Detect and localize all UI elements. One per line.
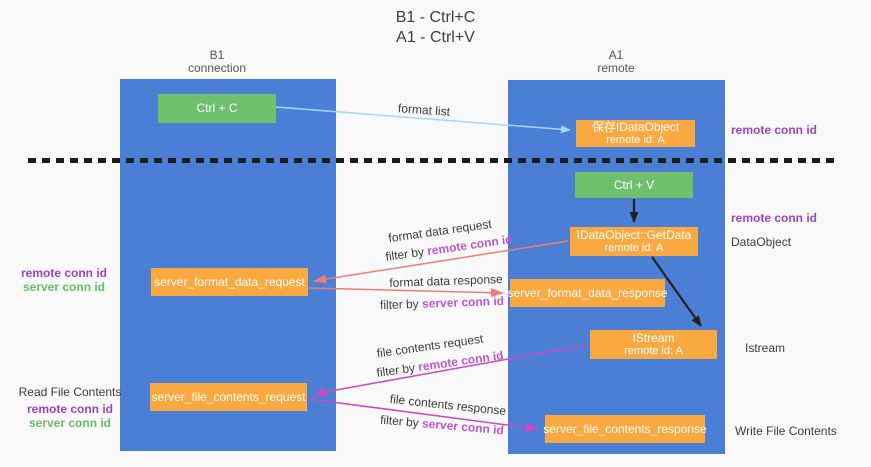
node-ctrl-c: Ctrl + C xyxy=(158,94,276,123)
column-header-b1: B1 connection xyxy=(188,49,246,75)
node-server-file-contents-response-label: server_file_contents_response xyxy=(543,421,707,436)
left-remote-conn-id-2: remote conn id xyxy=(26,402,113,416)
edge-label-filter-server-1: filter by server conn id xyxy=(380,294,504,312)
node-getdata-line2: remote id: A xyxy=(604,241,664,254)
right-istream-label: Istream xyxy=(745,341,786,355)
column-b1-subtitle: connection xyxy=(187,61,247,75)
diagram-title: B1 - Ctrl+C A1 - Ctrl+V xyxy=(0,8,871,48)
node-ctrl-c-label: Ctrl + C xyxy=(196,101,238,115)
node-server-file-contents-response: server_file_contents_response xyxy=(543,415,707,443)
filter-by-text: filter by xyxy=(384,244,429,264)
node-server-format-data-response-label: server_format_data_response xyxy=(507,285,668,300)
read-file-contents-group: Read File Contents remote conn id server… xyxy=(14,385,126,430)
edge-label-format-data-response: format data response xyxy=(389,272,503,290)
column-b1-name: B1 xyxy=(209,48,225,62)
right-remote-conn-id-2: remote conn id xyxy=(731,211,818,225)
right-write-file-contents-label: Write File Contents xyxy=(735,424,837,438)
node-server-format-data-response: server_format_data_response xyxy=(507,279,668,307)
filter-by-text: filter by xyxy=(379,412,423,431)
node-ctrl-v: Ctrl + V xyxy=(575,172,693,198)
left-remote-conn-id: remote conn id xyxy=(20,266,107,280)
title-line-2: A1 - Ctrl+V xyxy=(396,29,475,46)
server-conn-id-highlight: server conn id xyxy=(421,293,505,311)
read-file-contents-label: Read File Contents xyxy=(18,385,122,399)
node-istream-line2: remote id: A xyxy=(624,344,683,357)
title-line-1: B1 - Ctrl+C xyxy=(395,9,476,26)
edge-label-format-list: format list xyxy=(397,101,451,119)
right-dataobject-label: DataObject xyxy=(731,235,792,249)
column-a1-name: A1 xyxy=(608,48,624,62)
node-istream: IStream remote id: A xyxy=(590,330,717,359)
right-remote-conn-id-1: remote conn id xyxy=(731,123,818,137)
left-server-conn-id-2: server conn id xyxy=(28,416,112,430)
left-conn-id-labels: remote conn id server conn id xyxy=(14,266,114,294)
left-server-conn-id: server conn id xyxy=(22,280,106,294)
node-server-format-data-request-label: server_format_data_request xyxy=(154,274,305,289)
node-idataobject-getdata: IDataObject::GetData remote id: A xyxy=(570,227,698,256)
column-header-a1: A1 remote xyxy=(597,49,634,75)
node-save-idataobject: 保存IDataObject remote id: A xyxy=(576,120,695,147)
dashed-separator xyxy=(28,158,834,163)
filter-by-text: filter by xyxy=(379,296,423,313)
node-ctrl-v-label: Ctrl + V xyxy=(613,177,655,192)
node-save-idataobject-line2: remote id: A xyxy=(606,133,665,146)
filter-by-text: filter by xyxy=(375,360,420,380)
node-getdata-line1: IDataObject::GetData xyxy=(576,227,692,242)
server-conn-id-highlight: server conn id xyxy=(421,416,505,438)
node-save-idataobject-line1: 保存IDataObject xyxy=(591,119,680,134)
node-istream-line1: IStream xyxy=(632,330,675,345)
node-server-format-data-request: server_format_data_request xyxy=(151,268,308,296)
edge-label-filter-server-2: filter by server conn id xyxy=(380,413,505,438)
node-server-file-contents-request-label: server_file_contents_request xyxy=(151,389,306,404)
node-server-file-contents-request: server_file_contents_request xyxy=(150,383,307,411)
column-a1-subtitle: remote xyxy=(597,61,635,75)
